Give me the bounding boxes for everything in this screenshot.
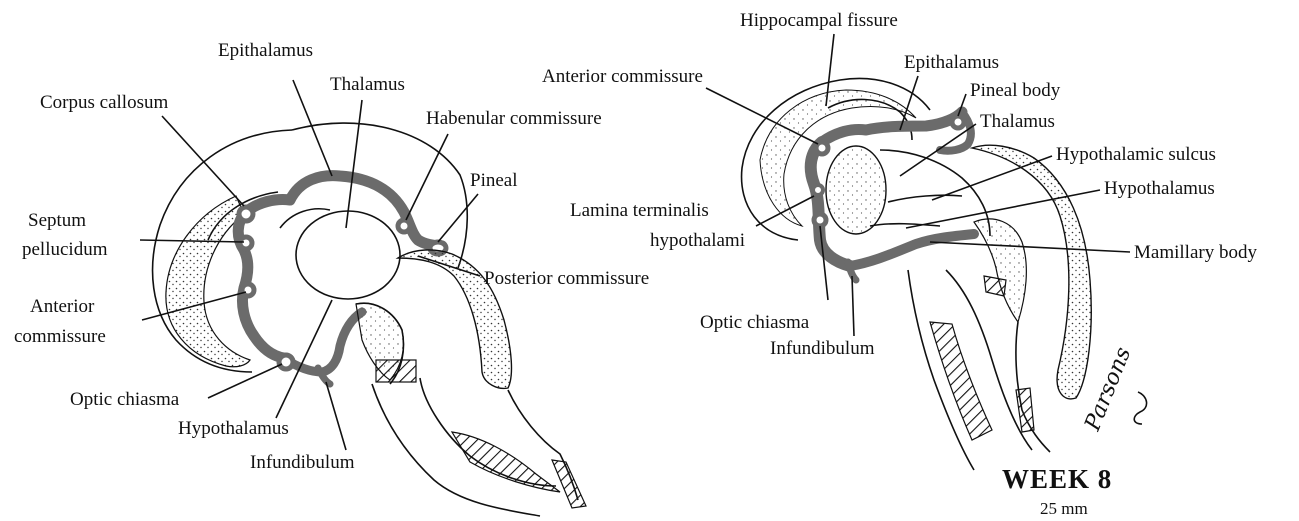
right-floor-band <box>850 234 974 266</box>
left-label-posterior-commissure: Posterior commissure <box>484 268 649 289</box>
left-label-thalamus: Thalamus <box>330 74 405 95</box>
right-label-hippocampal-fissure: Hippocampal fissure <box>740 10 898 31</box>
left-leader-optic-chiasma <box>208 364 282 398</box>
right-brainstem-stipple <box>972 145 1091 399</box>
right-hatch-mid <box>984 276 1006 296</box>
left-label-commissure: commissure <box>14 326 106 347</box>
right-hatch-left <box>930 322 992 440</box>
right-hypothalamic-sulcus-line <box>888 195 962 202</box>
right-label-infundibulum: Infundibulum <box>770 338 875 359</box>
right-epithalamus-band <box>822 112 962 142</box>
right-lamina-nodule <box>813 185 823 195</box>
left-hatch-tail <box>552 460 586 508</box>
left-leader-corpus-callosum <box>162 116 244 206</box>
caption-week: WEEK 8 <box>1002 464 1112 494</box>
left-leader-infundibulum <box>326 382 346 450</box>
right-label-anterior-commissure: Anterior commissure <box>542 66 703 87</box>
left-septum-nodule <box>240 237 252 249</box>
left-floor-band <box>284 312 362 372</box>
left-corpus-callosum-nodule <box>239 207 253 221</box>
right-hatch-lower <box>1016 388 1034 432</box>
right-label-pineal-body: Pineal body <box>970 80 1061 101</box>
left-thalamus-oval <box>296 211 400 299</box>
right-thalamus-oval <box>826 146 886 234</box>
left-label-anterior: Anterior <box>30 296 95 317</box>
right-leader-infundibulum <box>852 276 854 336</box>
left-habenular-nodule <box>398 220 410 232</box>
right-label-hypothalamus: Hypothalamus <box>1104 178 1215 199</box>
left-label-corpus-callosum: Corpus callosum <box>40 92 168 113</box>
signature-flourish <box>1134 392 1146 424</box>
right-brain-drawing: Hippocampal fissure Epithalamus Anterior… <box>542 10 1257 470</box>
right-pons-stipple <box>974 219 1026 322</box>
left-label-pellucidum: pellucidum <box>22 239 108 260</box>
left-leader-habenular <box>406 134 448 220</box>
caption-size: 25 mm <box>1040 499 1088 518</box>
right-pineal-nodule <box>952 116 964 128</box>
left-third-ventricle-outline <box>280 209 330 228</box>
left-hemisphere-outline <box>153 130 292 372</box>
left-optic-chiasma-nodule <box>279 355 293 369</box>
left-brain-drawing: Epithalamus Thalamus Corpus callosum Hab… <box>14 40 649 516</box>
right-label-hypothalami: hypothalami <box>650 230 745 251</box>
left-hatch-band <box>376 360 416 382</box>
left-leader-thalamus <box>346 100 362 228</box>
right-label-optic-chiasma: Optic chiasma <box>700 312 810 333</box>
right-leader-mamillary-body <box>930 242 1130 252</box>
right-label-hypothalamic-sulcus: Hypothalamic sulcus <box>1056 144 1216 165</box>
left-leader-pineal <box>438 194 478 242</box>
right-optic-chiasma-nodule <box>814 214 826 226</box>
right-label-thalamus: Thalamus <box>980 111 1055 132</box>
right-label-lamina-terminalis: Lamina terminalis <box>570 200 709 221</box>
left-label-septum: Septum <box>28 210 86 231</box>
left-label-habenular-commissure: Habenular commissure <box>426 108 602 129</box>
left-label-infundibulum: Infundibulum <box>250 452 355 473</box>
left-label-epithalamus: Epithalamus <box>218 40 313 61</box>
left-anterior-commissure-nodule <box>242 284 254 296</box>
right-label-mamillary-body: Mamillary body <box>1134 242 1257 263</box>
left-label-hypothalamus: Hypothalamus <box>178 418 289 439</box>
left-label-optic-chiasma: Optic chiasma <box>70 389 180 410</box>
left-label-pineal: Pineal <box>470 170 518 191</box>
right-label-epithalamus: Epithalamus <box>904 52 999 73</box>
